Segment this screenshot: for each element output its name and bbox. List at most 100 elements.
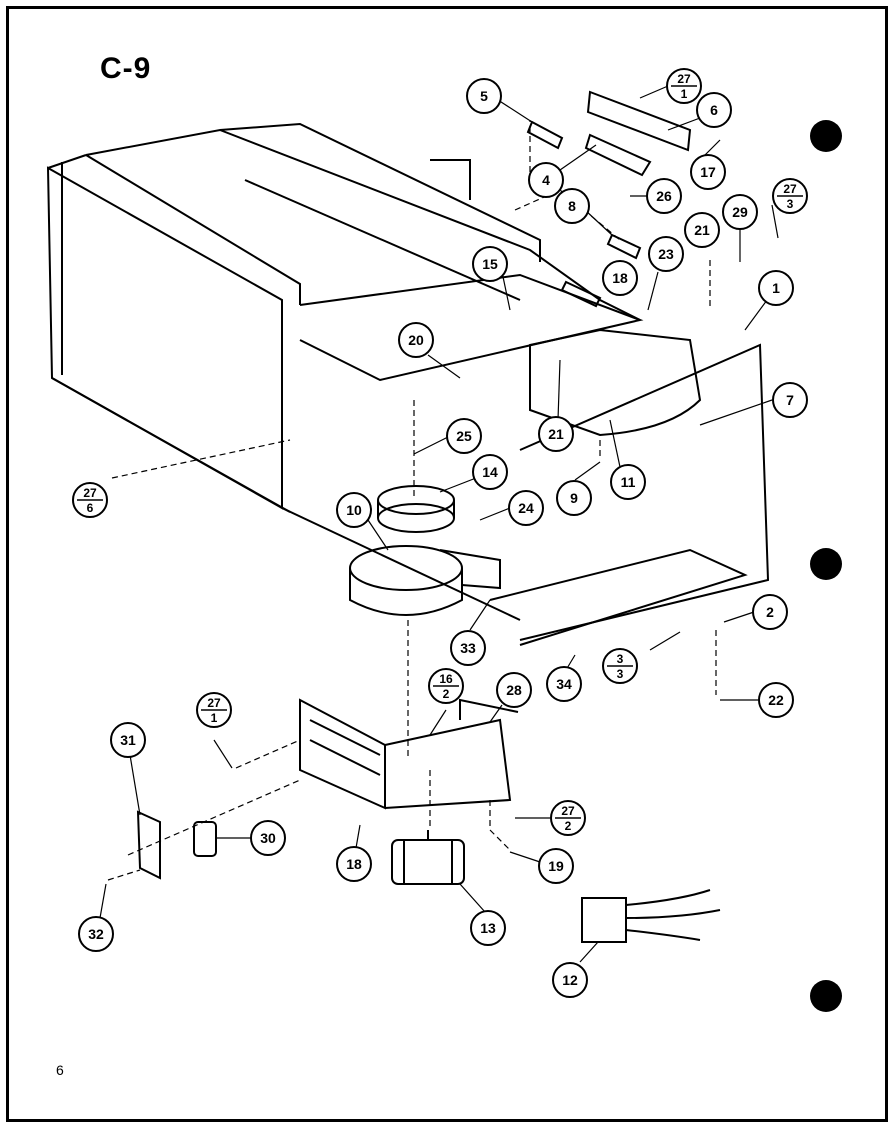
callout-c24: 24 <box>508 490 544 526</box>
callout-denominator: 3 <box>617 667 624 681</box>
callout-numerator: 3 <box>617 652 624 666</box>
callout-denominator: 1 <box>211 711 218 725</box>
callout-c27-6: 276 <box>72 482 108 518</box>
callout-label: 2 <box>766 604 774 620</box>
callout-circle <box>722 194 758 230</box>
callout-circle <box>552 962 588 998</box>
callout-label: 34 <box>556 676 572 692</box>
callout-circle <box>538 416 574 452</box>
callout-c12: 12 <box>552 962 588 998</box>
callout-circle <box>752 594 788 630</box>
callout-c16-2: 162 <box>428 668 464 704</box>
callout-label: 23 <box>658 246 674 262</box>
callout-label: 31 <box>120 732 136 748</box>
callout-c32: 32 <box>78 916 114 952</box>
callout-circle <box>336 492 372 528</box>
callout-label: 24 <box>518 500 534 516</box>
callout-c7: 7 <box>772 382 808 418</box>
callout-label: 10 <box>346 502 362 518</box>
binder-hole-middle <box>810 548 842 580</box>
callout-numerator: 27 <box>561 804 575 818</box>
callout-circle <box>648 236 684 272</box>
callout-circle <box>602 260 638 296</box>
callout-label: 18 <box>346 856 362 872</box>
callout-label: 6 <box>710 102 718 118</box>
callout-circle <box>472 246 508 282</box>
callout-label: 11 <box>621 474 636 490</box>
callout-c33: 33 <box>450 630 486 666</box>
callout-c27-2: 272 <box>550 800 586 836</box>
callout-circle <box>470 910 506 946</box>
callout-c2: 2 <box>752 594 788 630</box>
callout-circle <box>610 464 646 500</box>
callout-circle <box>546 666 582 702</box>
callout-c3-3: 33 <box>602 648 638 684</box>
callout-circle <box>398 322 434 358</box>
callout-label: 21 <box>694 222 710 238</box>
callout-label: 7 <box>786 392 794 408</box>
fan-motor <box>391 830 465 885</box>
callout-numerator: 27 <box>783 182 797 196</box>
callout-circle <box>538 848 574 884</box>
callout-circle <box>446 418 482 454</box>
callout-label: 33 <box>460 640 476 656</box>
blower-wheel <box>377 485 455 533</box>
callout-label: 21 <box>548 426 564 442</box>
callout-c29: 29 <box>722 194 758 230</box>
callout-circle <box>772 382 808 418</box>
callout-label: 18 <box>612 270 628 286</box>
callout-circle <box>508 490 544 526</box>
motor-mount-bracket <box>299 698 519 810</box>
callout-label: 5 <box>480 88 488 104</box>
binder-hole-top <box>810 120 842 152</box>
callout-circle <box>696 92 732 128</box>
callout-c15: 15 <box>472 246 508 282</box>
page-border <box>6 6 888 1122</box>
callout-numerator: 27 <box>207 696 221 710</box>
callout-c21-mid: 21 <box>538 416 574 452</box>
callout-c4: 4 <box>528 162 564 198</box>
callout-c6: 6 <box>696 92 732 128</box>
callout-c30: 30 <box>250 820 286 856</box>
callout-c25: 25 <box>446 418 482 454</box>
callout-circle <box>554 188 590 224</box>
callout-c13: 13 <box>470 910 506 946</box>
callout-label: 15 <box>482 256 498 272</box>
diagram-title: C-9 <box>100 52 152 85</box>
top-small-parts <box>526 90 692 308</box>
fan-scroll <box>349 545 501 616</box>
callout-circle <box>758 270 794 306</box>
callout-c23: 23 <box>648 236 684 272</box>
callout-label: 19 <box>548 858 564 874</box>
callout-label: 9 <box>570 490 578 506</box>
callout-label: 25 <box>456 428 472 444</box>
callout-c14: 14 <box>472 454 508 490</box>
callout-c20: 20 <box>398 322 434 358</box>
fan-housing-part <box>529 328 702 437</box>
binder-hole-bottom <box>810 980 842 1012</box>
callout-c27-1-low: 271 <box>196 692 232 728</box>
callout-c8: 8 <box>554 188 590 224</box>
callout-c1: 1 <box>758 270 794 306</box>
callout-c31: 31 <box>110 722 146 758</box>
callout-label: 14 <box>482 464 498 480</box>
callout-c10: 10 <box>336 492 372 528</box>
callout-c11: 11 <box>610 464 646 500</box>
callout-circle <box>758 682 794 718</box>
callout-c34: 34 <box>546 666 582 702</box>
callout-label: 8 <box>568 198 576 214</box>
callout-circle <box>690 154 726 190</box>
callout-numerator: 16 <box>439 672 453 686</box>
switch-bracket <box>136 810 161 880</box>
callout-circle <box>78 916 114 952</box>
callout-denominator: 1 <box>681 87 688 101</box>
cabinet-base-tray <box>51 343 770 646</box>
callout-circle <box>110 722 146 758</box>
callout-denominator: 2 <box>565 819 572 833</box>
callout-c28: 28 <box>496 672 532 708</box>
callout-numerator: 27 <box>677 72 691 86</box>
callout-c26: 26 <box>646 178 682 214</box>
wire-harness-connector <box>581 889 721 943</box>
callout-label: 17 <box>700 164 716 180</box>
